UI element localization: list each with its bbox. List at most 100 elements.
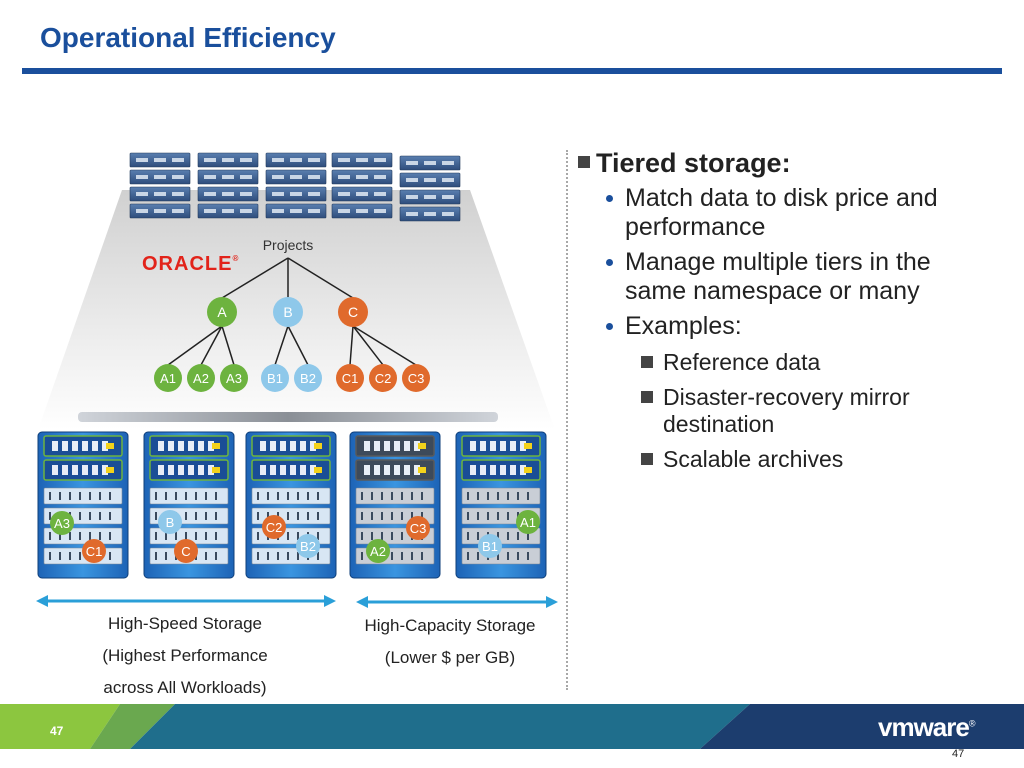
server-stack: [129, 152, 191, 219]
section-divider: [566, 150, 568, 690]
storage-tag: [296, 534, 320, 558]
bullet-heading-text: Tiered storage:: [596, 148, 791, 178]
high-capacity-arrow: [356, 596, 558, 608]
bullet-item-text: Match data to disk price and performance: [625, 184, 938, 241]
square-bullet-icon: [578, 156, 590, 168]
vmware-logo: vmware®: [878, 712, 976, 743]
subproject-node-label: A1: [160, 371, 176, 386]
server-stack: [331, 152, 393, 219]
storage-tag-label: B1: [482, 539, 498, 554]
subproject-node: [402, 364, 430, 392]
subproject-node: [294, 364, 322, 392]
project-tree: A A1 A2 A3 B B1 B2 C C1 C2 C3: [154, 257, 430, 392]
storage-tag: [50, 511, 74, 535]
subproject-node-label: C3: [408, 371, 425, 386]
storage-tag-label: C3: [410, 521, 427, 536]
high-speed-arrow: [36, 595, 336, 607]
subproject-node: [187, 364, 215, 392]
project-node-label: B: [283, 304, 292, 320]
subproject-node-label: A3: [226, 371, 242, 386]
storage-cabinet: BC: [143, 431, 235, 579]
cabinet-rail: [78, 412, 498, 422]
square-bullet-icon: [641, 391, 653, 403]
dot-bullet-icon: [606, 259, 613, 266]
high-speed-line3: across All Workloads): [103, 678, 267, 697]
storage-tag-label: B2: [300, 539, 316, 554]
bullet-item-text: Examples:: [625, 312, 742, 340]
example-item: Scalable archives: [641, 446, 971, 473]
page-number-corner: 47: [952, 748, 965, 760]
example-item: Reference data: [641, 349, 971, 376]
footer-band: [0, 704, 1024, 749]
storage-tag: [82, 539, 106, 563]
project-node-label: C: [348, 304, 358, 320]
project-node: [207, 297, 237, 327]
high-speed-caption: High-Speed Storage (Highest Performance …: [60, 608, 310, 704]
bullet-heading: Tiered storage:: [576, 148, 1016, 178]
subproject-node: [369, 364, 397, 392]
subproject-node-label: B1: [267, 371, 283, 386]
subproject-node-label: A2: [193, 371, 209, 386]
storage-tag: [406, 516, 430, 540]
storage-tag-label: C2: [266, 520, 283, 535]
example-item-text: Disaster-recovery mirror destination: [663, 384, 910, 437]
storage-tag: [262, 515, 286, 539]
square-bullet-icon: [641, 453, 653, 465]
high-speed-line1: High-Speed Storage: [107, 614, 263, 633]
server-stack: [399, 155, 461, 222]
project-node: [273, 297, 303, 327]
page-number: 47: [50, 724, 64, 738]
server-row: [129, 152, 461, 222]
subproject-node-label: C1: [342, 371, 359, 386]
high-speed-line2: (Highest Performance: [102, 646, 268, 665]
dot-bullet-icon: [606, 323, 613, 330]
bullet-list: Tiered storage: Match data to disk price…: [576, 148, 1016, 473]
vmware-logo-mark: ®: [968, 718, 976, 729]
storage-tag: [366, 539, 390, 563]
storage-tag-label: C: [181, 544, 190, 559]
title-rule: [22, 68, 1002, 74]
storage-tag-label: A3: [54, 516, 70, 531]
subproject-node: [261, 364, 289, 392]
subproject-node-label: C2: [375, 371, 392, 386]
example-item-text: Reference data: [663, 349, 821, 375]
subproject-node: [336, 364, 364, 392]
storage-tag-label: A1: [520, 515, 536, 530]
oracle-logo-mark: ®: [232, 254, 239, 263]
subproject-node-label: B2: [300, 371, 316, 386]
storage-tag: [158, 510, 182, 534]
project-node: [338, 297, 368, 327]
example-item-text: Scalable archives: [663, 446, 844, 472]
vmware-logo-text: vmware: [878, 712, 970, 742]
subproject-node: [220, 364, 248, 392]
storage-tag-label: B: [166, 515, 175, 530]
storage-tag-label: A2: [370, 544, 386, 559]
subproject-node: [154, 364, 182, 392]
storage-tag: [174, 539, 198, 563]
bullet-item: Match data to disk price and performance: [606, 184, 966, 242]
bullet-item: Manage multiple tiers in the same namesp…: [606, 248, 966, 306]
bullet-item-text: Manage multiple tiers in the same namesp…: [625, 248, 931, 305]
storage-tag: [478, 534, 502, 558]
high-capacity-caption: High-Capacity Storage (Lower $ per GB): [335, 610, 565, 674]
server-stack: [197, 152, 259, 219]
bullet-item: Examples:: [606, 312, 966, 341]
server-stack: [265, 152, 327, 219]
storage-tag-label: C1: [86, 544, 103, 559]
high-capacity-line2: (Lower $ per GB): [384, 648, 516, 667]
square-bullet-icon: [641, 356, 653, 368]
slide-title: Operational Efficiency: [40, 22, 336, 53]
storage-tag: [516, 510, 540, 534]
projects-label: Projects: [263, 237, 314, 253]
example-item: Disaster-recovery mirror destination: [641, 384, 971, 438]
high-capacity-line1: High-Capacity Storage: [364, 616, 536, 635]
dot-bullet-icon: [606, 195, 613, 202]
oracle-logo: ORACLE®: [142, 253, 239, 275]
project-node-label: A: [217, 304, 227, 320]
